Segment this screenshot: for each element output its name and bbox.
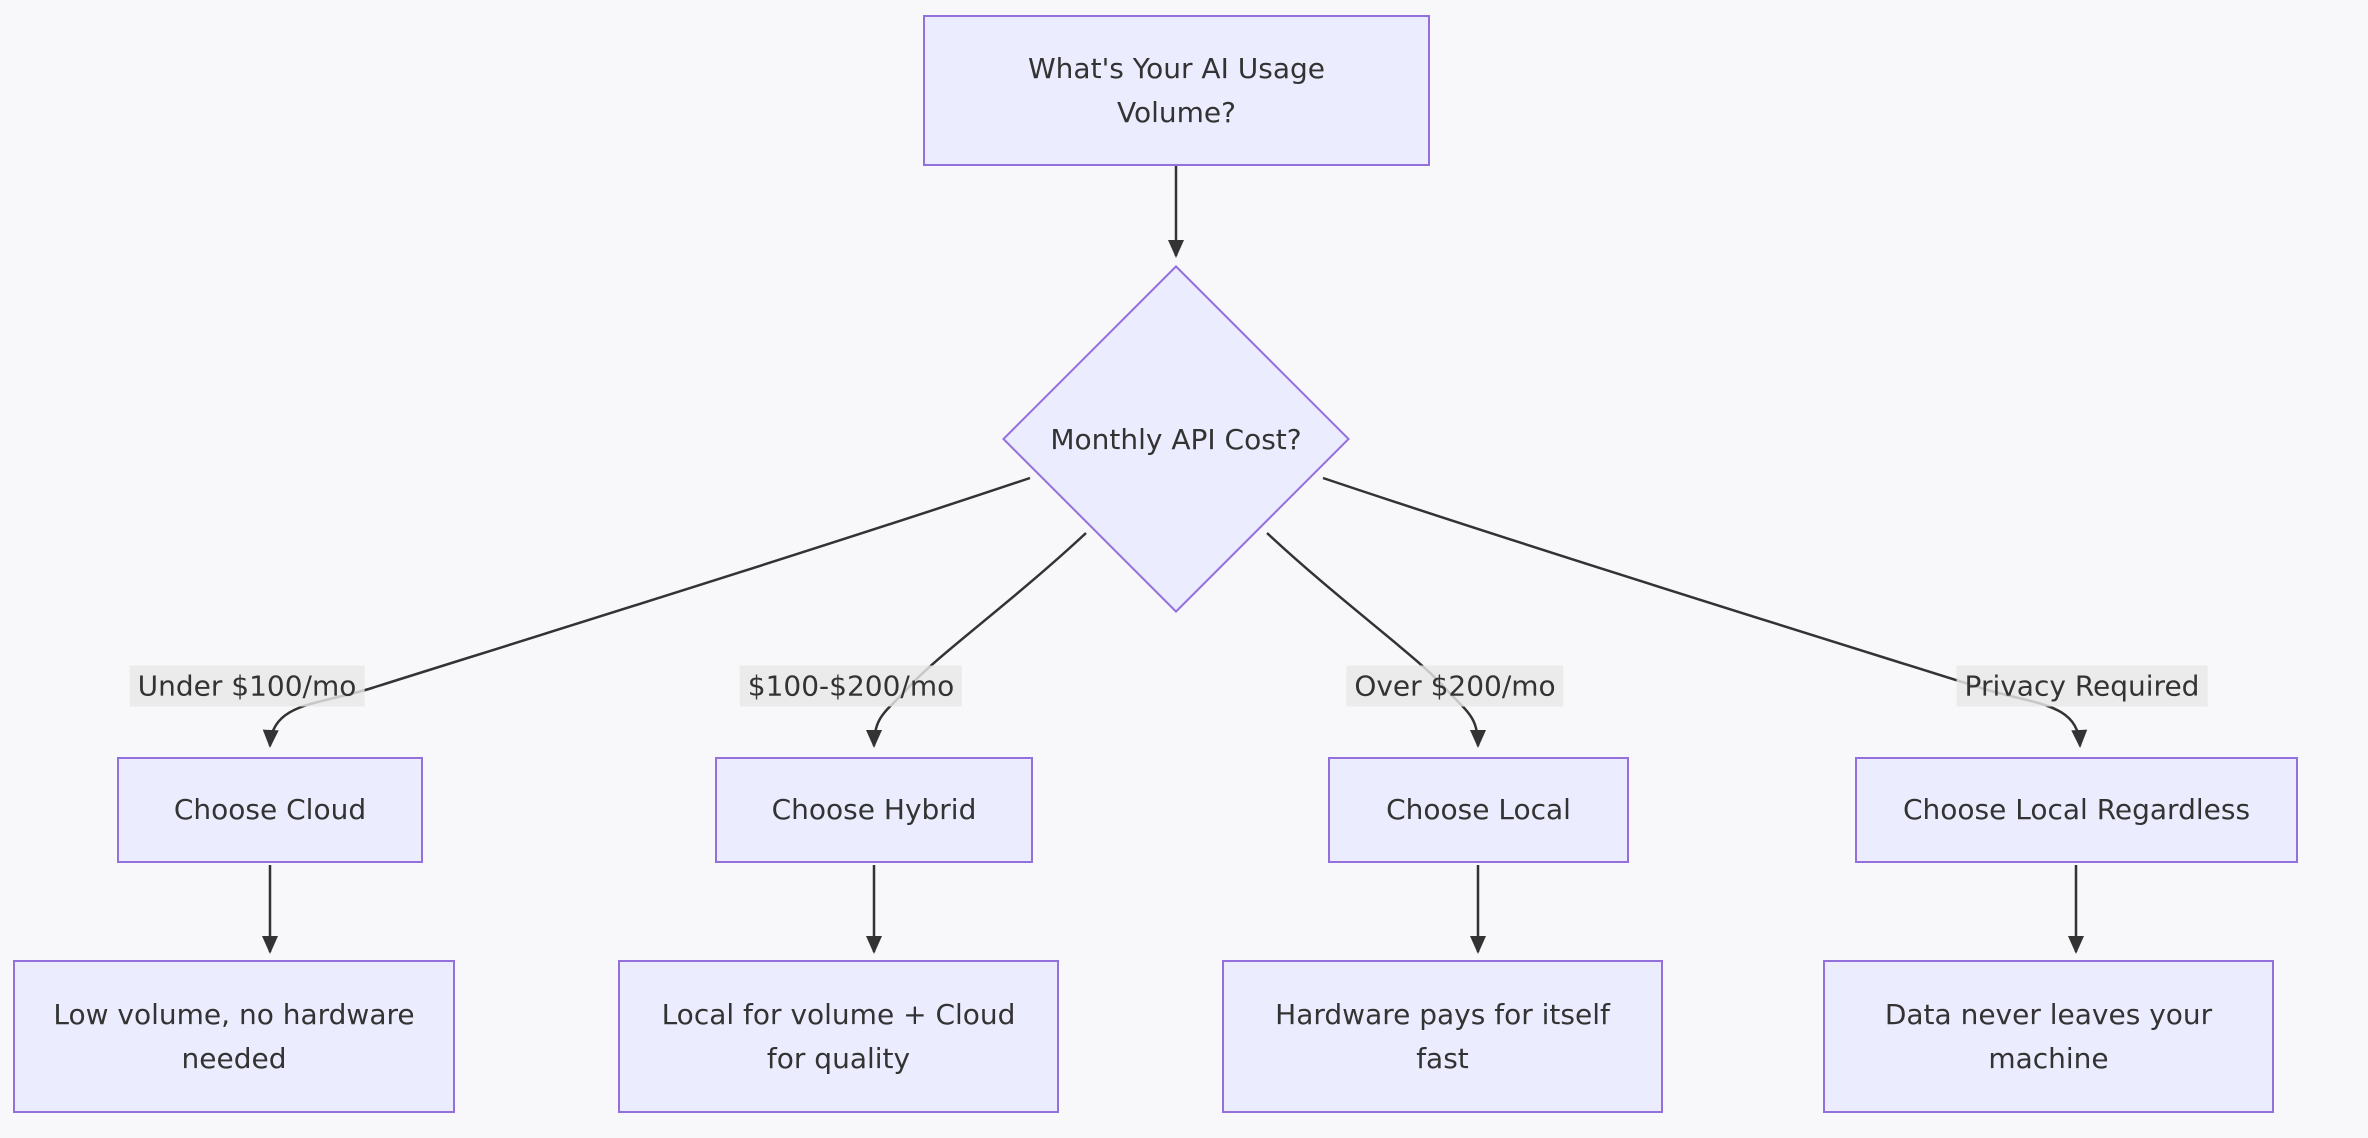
edge-decision-to-hybrid [866, 532, 1087, 748]
node-decision: Monthly API Cost? [1050, 422, 1302, 456]
node-choose-cloud: Choose Cloud [117, 757, 423, 863]
node-outcome-cloud: Low volume, no hardware needed [13, 960, 455, 1113]
node-start: What's Your AI Usage Volume? [923, 15, 1430, 166]
node-choose-local-regardless: Choose Local Regardless [1855, 757, 2298, 863]
edge-decision-to-cloud [262, 476, 1031, 748]
node-choose-local: Choose Local [1328, 757, 1629, 863]
node-outcome-privacy: Data never leaves your machine [1823, 960, 2274, 1113]
edge-decision-to-local [1266, 532, 1486, 748]
edge-label-under-100: Under $100/mo [129, 665, 365, 707]
edge-label-over-200: Over $200/mo [1346, 665, 1564, 707]
node-outcome-hybrid: Local for volume + Cloud for quality [618, 960, 1059, 1113]
node-choose-hybrid: Choose Hybrid [715, 757, 1033, 863]
edge-label-privacy-required: Privacy Required [1956, 665, 2208, 707]
node-outcome-local: Hardware pays for itself fast [1222, 960, 1663, 1113]
edge-label-100-200: $100-$200/mo [739, 665, 963, 707]
